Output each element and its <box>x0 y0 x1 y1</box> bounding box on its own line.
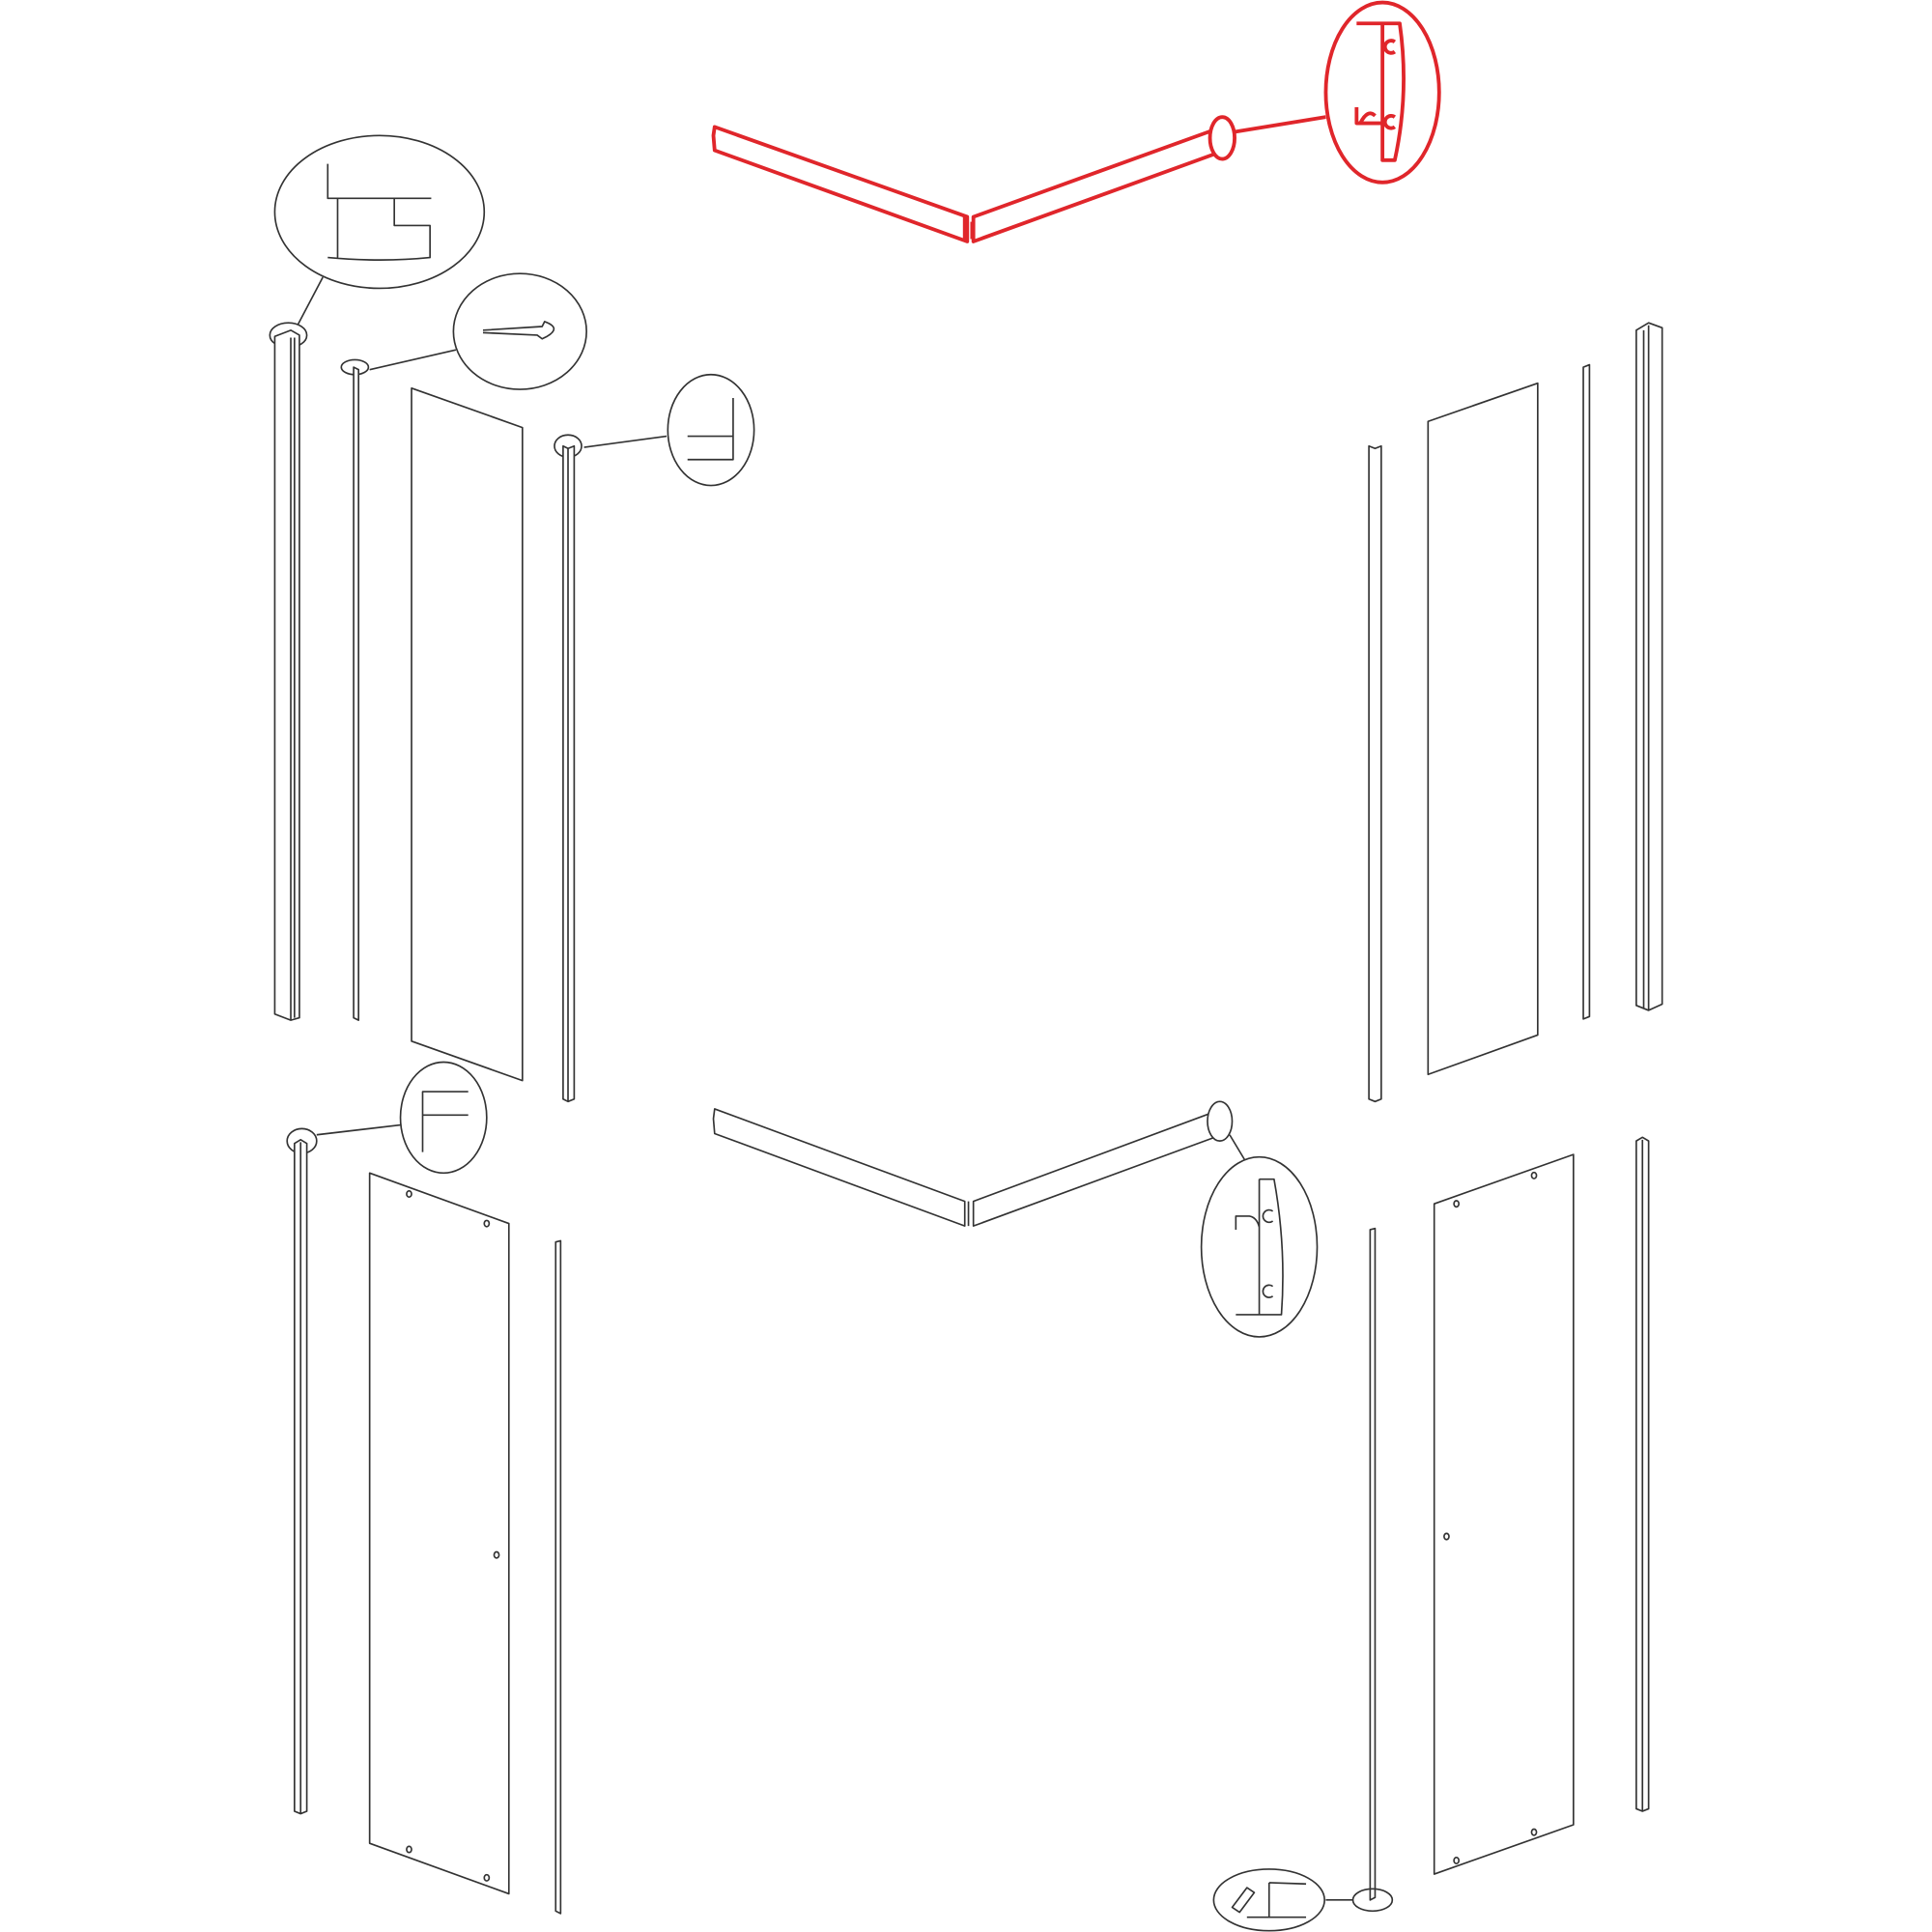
left-fixed-glass-panel[interactable] <box>411 386 524 1082</box>
right-wall-profile[interactable] <box>1635 322 1663 1011</box>
right-door-seal-strip[interactable] <box>1212 1227 1394 1932</box>
right-fixed-glass-panel[interactable] <box>1427 382 1539 1076</box>
right-door-hinge-profile[interactable] <box>1635 1136 1650 1812</box>
left-door-seal-strip[interactable] <box>554 1239 562 1915</box>
left-panel-edge-profile[interactable] <box>554 373 755 1103</box>
right-sliding-door-panel[interactable] <box>1433 1153 1575 1875</box>
wall-profile-callout <box>273 134 486 290</box>
edge-profile-callout <box>667 373 755 487</box>
top-frame-end-marker <box>1208 115 1236 161</box>
bottom-frame-profile-callout <box>1200 1155 1319 1338</box>
callout-line <box>1234 115 1326 134</box>
right-panel-edge-profile[interactable] <box>1368 444 1382 1103</box>
seal-callout <box>452 272 587 390</box>
left-wall-profile[interactable] <box>269 134 486 1021</box>
door-mounting-holes <box>406 1189 500 1882</box>
left-sliding-door-panel[interactable] <box>368 1172 510 1895</box>
right-seal-strip[interactable] <box>1582 363 1591 1020</box>
hinge-profile-callout <box>399 1061 488 1175</box>
roller-callout <box>1212 1868 1326 1932</box>
left-seal-strip[interactable] <box>340 272 587 1021</box>
bottom-corner-frame[interactable] <box>712 1100 1319 1338</box>
door-mounting-holes <box>1443 1171 1538 1865</box>
top-corner-frame-highlighted[interactable] <box>711 0 1441 243</box>
left-door-hinge-profile[interactable] <box>286 1061 488 1815</box>
